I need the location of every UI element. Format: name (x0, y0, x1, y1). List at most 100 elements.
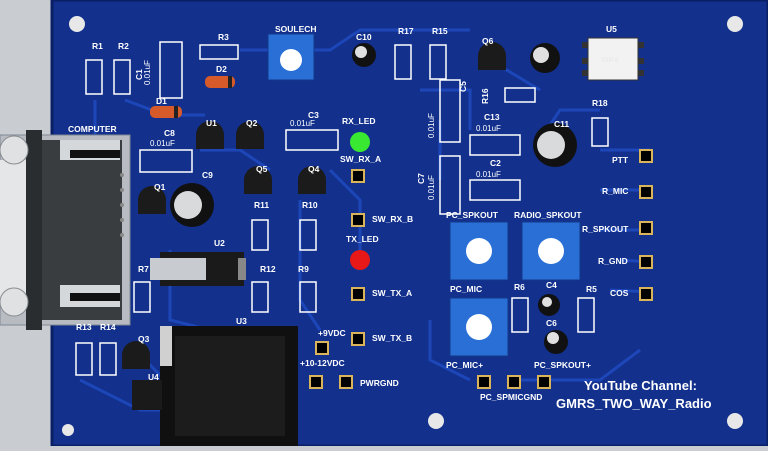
c8-value: 0.01uF (150, 139, 175, 148)
ref-q3: Q3 (138, 334, 150, 344)
trimpot-pc-spkout (449, 221, 509, 281)
v9-label: +9VDC (318, 328, 346, 338)
resistor-r14 (99, 342, 117, 376)
c3-value: 0.01uF (290, 119, 315, 128)
tx-led-label: TX_LED (346, 234, 379, 244)
capacitor-c1 (159, 41, 183, 99)
ref-r16: R16 (480, 88, 490, 104)
r-gnd-label: R_GND (598, 256, 628, 266)
pin-r-mic (639, 185, 653, 199)
pin-pwrgnd (339, 375, 353, 389)
resistor-r18 (591, 117, 609, 147)
trimpot-radio-spkout (521, 221, 581, 281)
transistor-q4 (298, 166, 326, 194)
pin-pc-mic-plus (477, 375, 491, 389)
pc-spkout-plus-label: PC_SPKOUT+ (534, 360, 591, 370)
resistor-outlines (75, 44, 609, 376)
capacitor-c8 (139, 149, 193, 173)
mount-hole-top-left (69, 16, 85, 32)
ref-r11: R11 (254, 200, 269, 210)
sw-rx-a-label: SW_RX_A (340, 154, 381, 164)
pin-cos (639, 287, 653, 301)
ref-d2: D2 (216, 64, 227, 74)
r-mic-label: R_MIC (602, 186, 628, 196)
capacitor-outlines (139, 41, 521, 215)
c5-value: 0.01uF (427, 113, 436, 138)
ref-c3: C3 (308, 110, 319, 120)
ref-u1: U1 (206, 118, 217, 128)
radio-spkout-label: RADIO_SPKOUT (514, 210, 582, 220)
pin-pc-spmicgnd (507, 375, 521, 389)
ref-u2: U2 (214, 238, 225, 248)
cos-label: COS (610, 288, 629, 298)
transformer-u3 (160, 326, 298, 446)
transistors (122, 42, 506, 369)
ref-q5: Q5 (256, 164, 268, 174)
resistor-r3 (199, 44, 239, 60)
capacitor-c2 (469, 179, 521, 201)
transistor-q1 (138, 186, 166, 214)
pin-sw-tx-b (351, 332, 365, 346)
pin-sw-tx-a (351, 287, 365, 301)
resistor-r5 (577, 297, 595, 333)
sw-tx-b-label: SW_TX_B (372, 333, 412, 343)
led-rx (350, 132, 370, 152)
pc-spkout-label: PC_SPKOUT (446, 210, 499, 220)
transistor-q2 (236, 121, 264, 149)
capacitor-c7 (439, 155, 461, 215)
mount-hole-bottom-left (62, 424, 74, 436)
resistor-r11 (251, 219, 269, 251)
db9-connector (0, 130, 131, 330)
trimpot-pc-mic (449, 297, 509, 357)
ref-r2: R2 (118, 41, 129, 51)
ref-r6: R6 (514, 282, 525, 292)
ref-c5: C5 (458, 81, 468, 92)
ref-u3: U3 (236, 316, 247, 326)
mounting-holes (62, 16, 743, 436)
ref-r7: R7 (138, 264, 149, 274)
transistor-q3 (122, 341, 150, 369)
ref-q6: Q6 (482, 36, 494, 46)
diode-d1 (150, 106, 182, 118)
dip8-label: DIP-8 (602, 57, 619, 64)
pin-r-gnd (639, 255, 653, 269)
c13-value: 0.01uF (476, 124, 501, 133)
ref-u5: U5 (606, 24, 617, 34)
header-pins (309, 149, 653, 389)
resistor-r6 (511, 297, 529, 333)
pin-r-spkout (639, 221, 653, 235)
reference-designators: R1 R2 R3 D2 D1 C8 U1 Q2 C3 C10 R17 R15 Q… (76, 24, 617, 382)
c1-value: 0.01uF (143, 60, 152, 85)
transistor-q5 (244, 166, 272, 194)
pin-10-12vdc (309, 375, 323, 389)
electrolytic-c10 (352, 43, 376, 67)
pc-mic-plus-label: PC_MIC+ (446, 360, 483, 370)
ref-r13: R13 (76, 322, 92, 332)
youtube-channel-label: YouTube Channel: (584, 378, 697, 393)
resistor-r17 (394, 44, 412, 80)
r-spkout-label: R_SPKOUT (582, 224, 629, 234)
trimpot-soulech (267, 33, 315, 81)
pc-mic-label: PC_MIC (450, 284, 482, 294)
ref-c9: C9 (202, 170, 213, 180)
ref-r3: R3 (218, 32, 229, 42)
pin-sw-rx-b (351, 213, 365, 227)
sw-rx-b-label: SW_RX_B (372, 214, 413, 224)
ic-u4 (132, 380, 162, 410)
ref-c7: C7 (416, 173, 426, 184)
electrolytic-c9 (170, 183, 214, 227)
mount-hole-top-right (727, 16, 743, 32)
capacitor-value-labels: 0.01uF 0.01uF 0.01uF 0.01uF (150, 119, 501, 179)
electrolytic-c4 (538, 294, 560, 316)
v10-12-label: +10-12VDC (300, 358, 345, 368)
ref-u4: U4 (148, 372, 159, 382)
ref-r14: R14 (100, 322, 116, 332)
ref-c10: C10 (356, 32, 372, 42)
pc-spmicgnd-label: PC_SPMICGND (480, 392, 542, 402)
resistor-r13 (75, 342, 93, 376)
ref-q1: Q1 (154, 182, 166, 192)
pin-sw-rx-a (351, 169, 365, 183)
ic-u5-dip8 (582, 37, 644, 81)
soulech-label: SOULECH (275, 24, 317, 34)
